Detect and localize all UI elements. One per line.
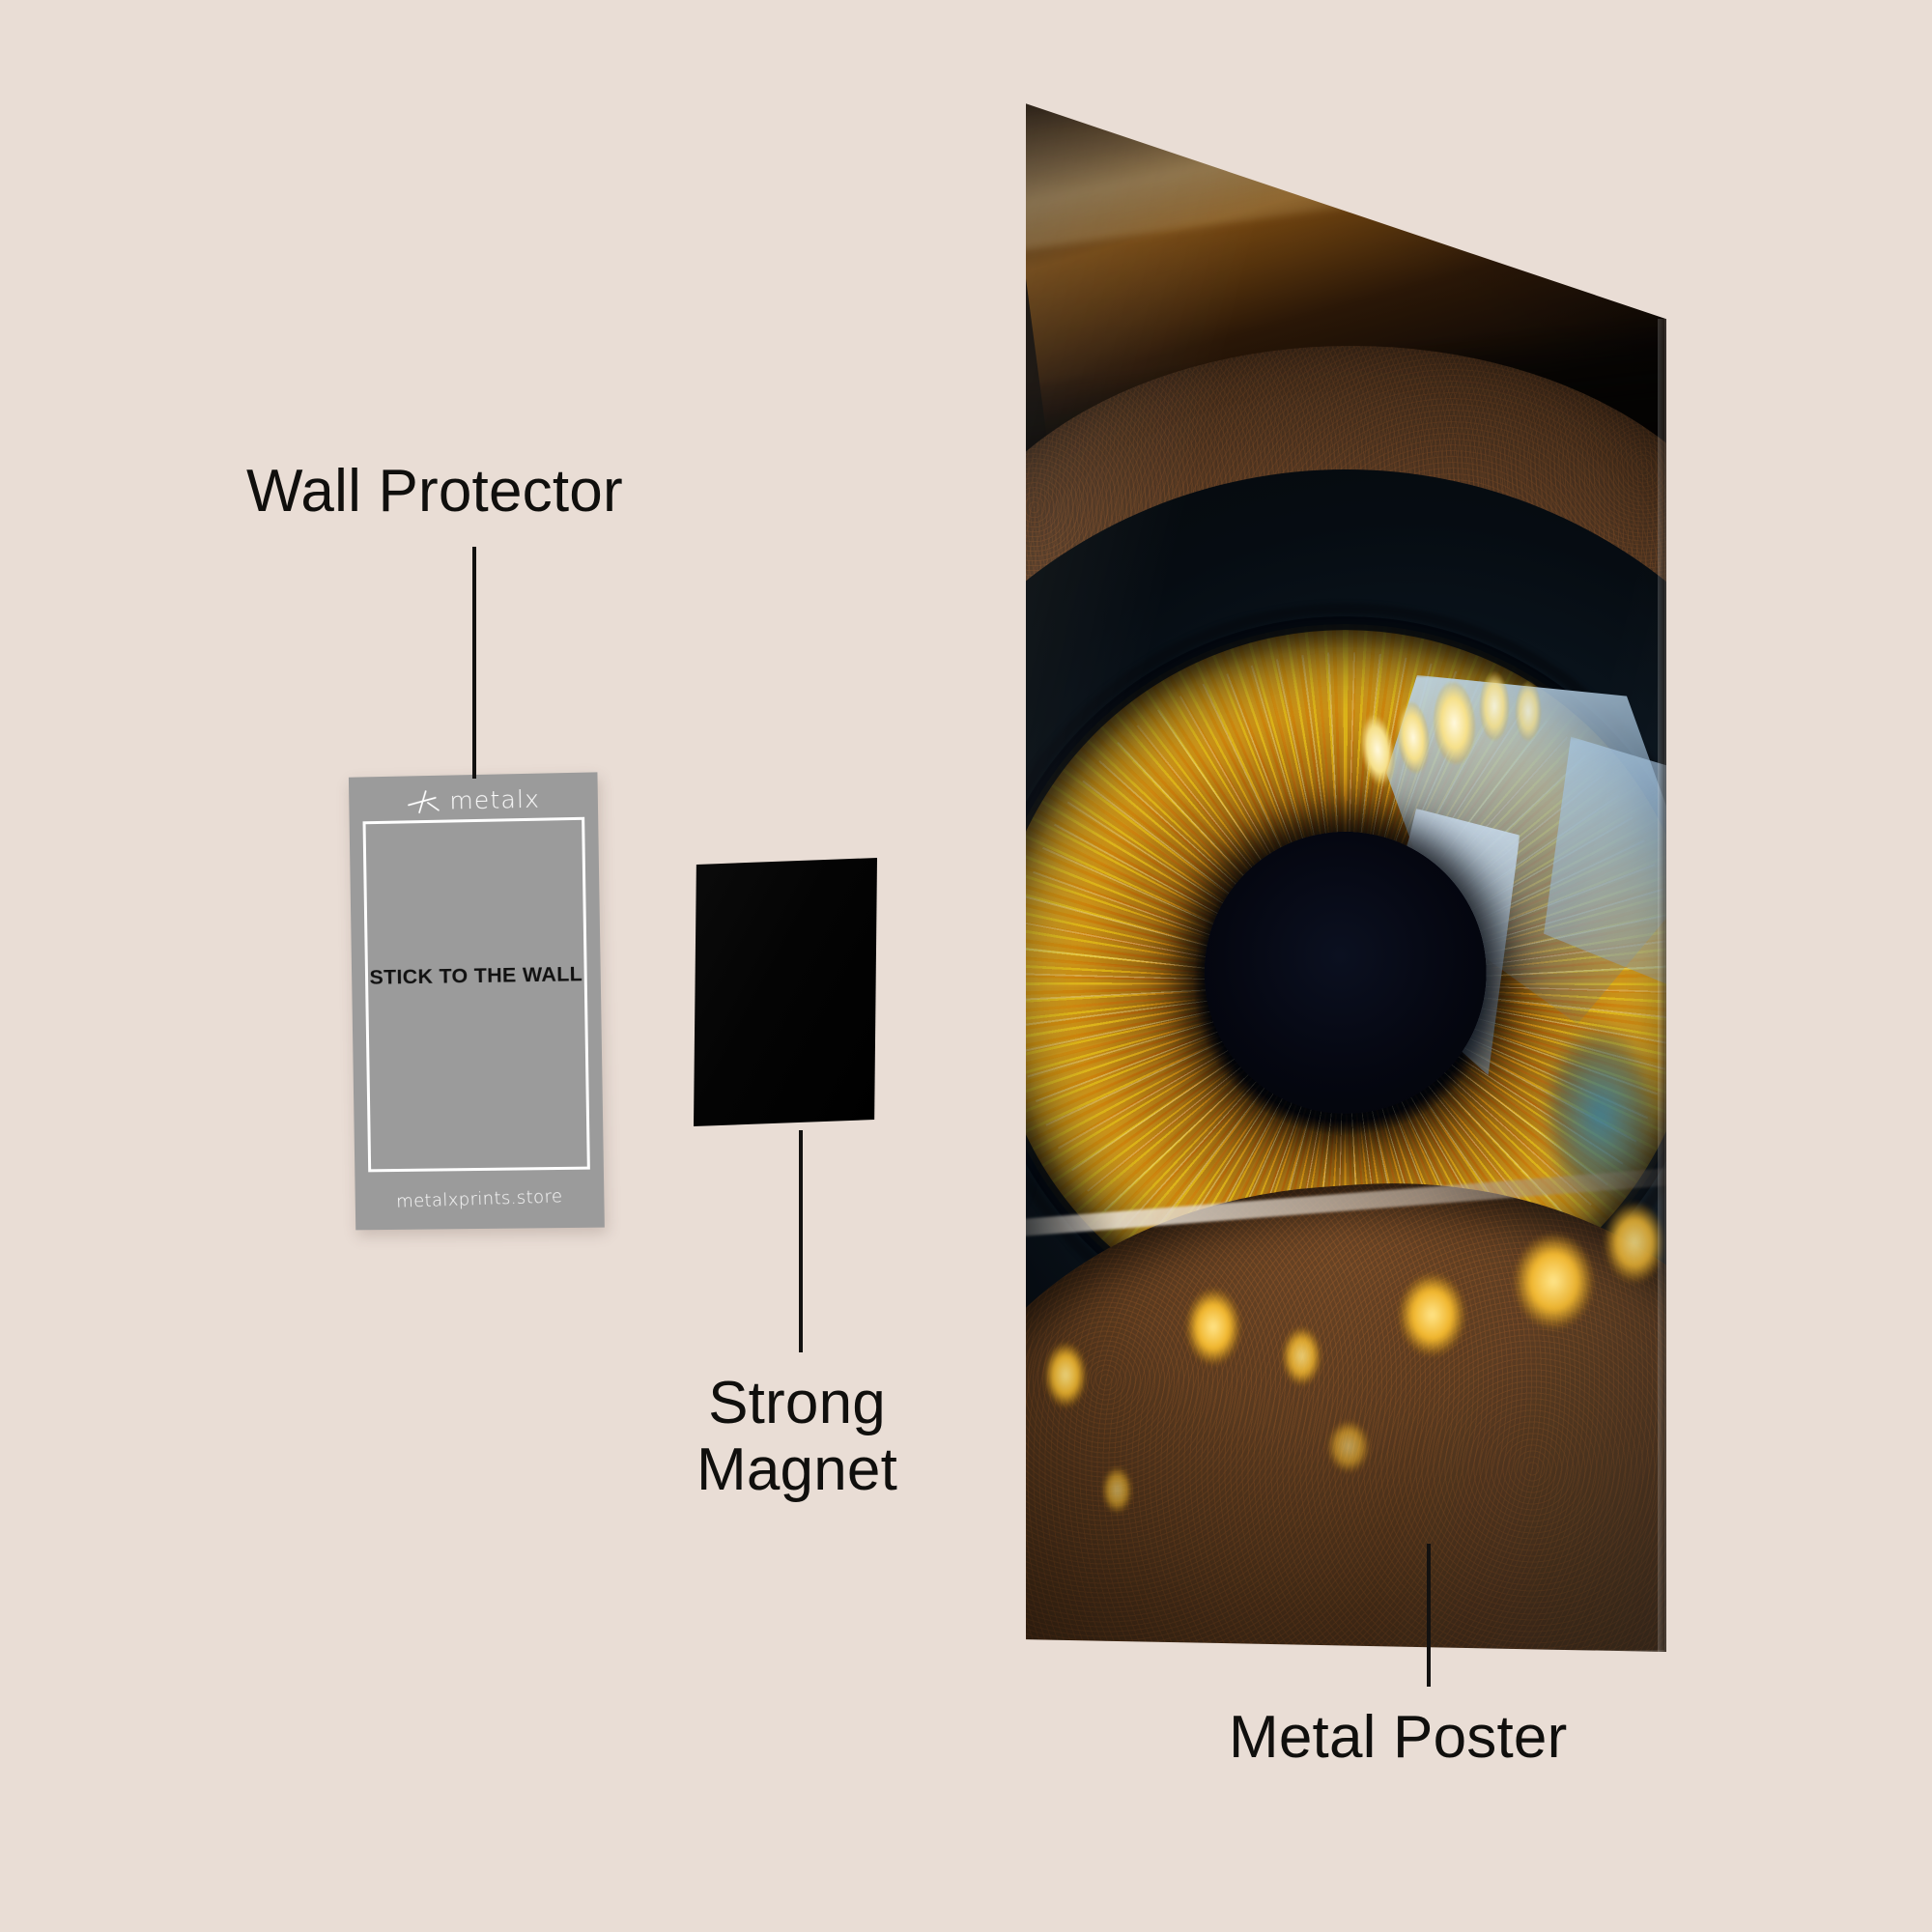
metalx-cross-icon [406,788,440,814]
label-metal-poster: Metal Poster [1229,1704,1568,1771]
metal-poster[interactable] [1025,103,1666,1652]
metal-sheen-overlay [1025,103,1666,1652]
wall-protector-headline: STICK TO THE WALL [369,962,583,989]
strong-magnet-square[interactable] [694,858,877,1126]
poster-edge-thickness [1658,319,1666,1652]
leader-line-strong-magnet [799,1130,803,1352]
leader-line-wall-protector [472,547,476,779]
wall-protector-url: metalxprints.store [395,1186,563,1212]
wall-protector-card[interactable]: metalx STICK TO THE WALL metalxprints.st… [348,772,605,1231]
leader-line-metal-poster [1427,1544,1431,1687]
metalx-logo: metalx [349,783,598,816]
poster-artwork-eye [1025,103,1666,1652]
artwork-vignette [1025,103,1666,1652]
label-wall-protector: Wall Protector [246,458,623,525]
wall-protector-inner-border [362,816,590,1173]
metalx-logo-text: metalx [449,784,541,815]
label-strong-magnet: Strong Magnet [696,1370,897,1504]
